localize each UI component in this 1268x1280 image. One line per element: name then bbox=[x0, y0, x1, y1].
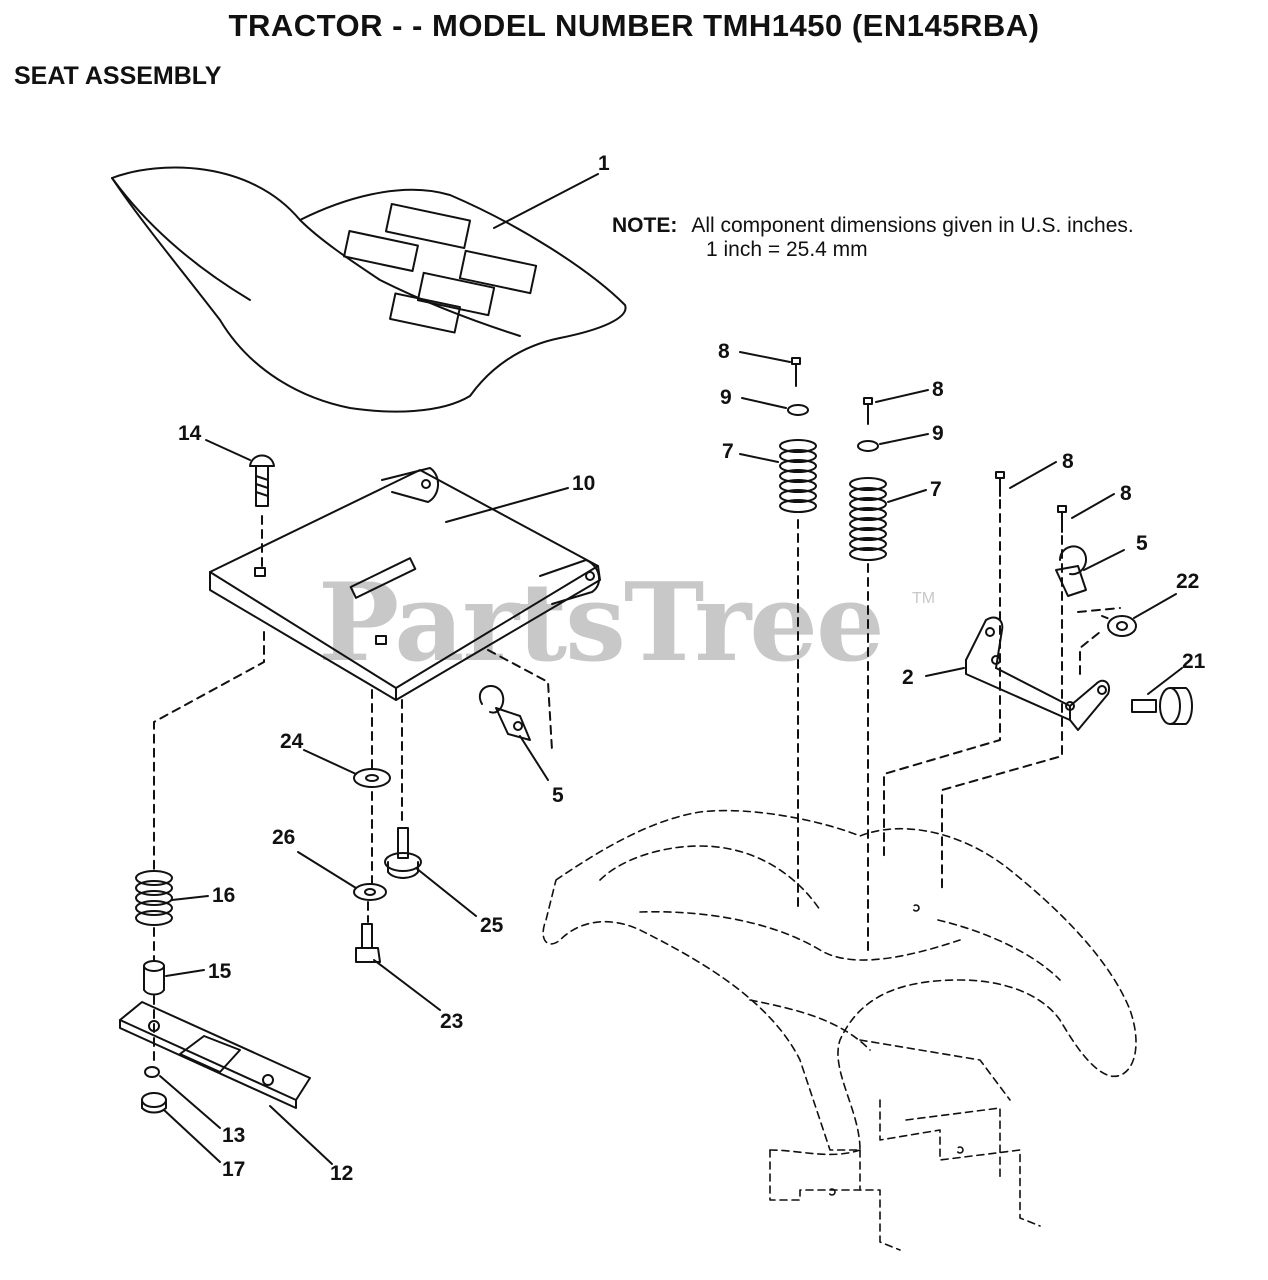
watermark-trademark: TM bbox=[912, 590, 936, 607]
seat-pan-part bbox=[209, 467, 601, 701]
spring-part-16 bbox=[135, 870, 173, 926]
nut-part-13 bbox=[144, 1066, 160, 1078]
callout-13: 13 bbox=[222, 1124, 246, 1147]
shoulder-bolt-part bbox=[1131, 687, 1193, 725]
spring-part-7b bbox=[849, 477, 887, 561]
washer-part-24 bbox=[353, 768, 391, 788]
spring-part-7a bbox=[779, 439, 817, 513]
callout-8-c: 8 bbox=[1062, 450, 1074, 473]
seat-part bbox=[111, 166, 627, 413]
clip-part-left bbox=[479, 685, 531, 741]
callout-9-a: 9 bbox=[720, 386, 732, 409]
note-line-1: All component dimensions given in U.S. i… bbox=[691, 214, 1134, 237]
seat-bracket-part bbox=[965, 616, 1110, 731]
washer-part-9b bbox=[857, 440, 879, 452]
callout-23: 23 bbox=[440, 1010, 464, 1033]
callout-1: 1 bbox=[598, 152, 610, 175]
screw-part-8d bbox=[1057, 505, 1067, 533]
screw-part-8b bbox=[863, 397, 873, 425]
callout-24: 24 bbox=[280, 730, 304, 753]
callout-14: 14 bbox=[178, 422, 202, 445]
page-title: TRACTOR - - MODEL NUMBER TMH1450 (EN145R… bbox=[228, 8, 1040, 43]
callout-7-b: 7 bbox=[930, 478, 942, 501]
washer-part-9a bbox=[787, 404, 809, 416]
callout-12: 12 bbox=[330, 1162, 354, 1185]
section-title: SEAT ASSEMBLY bbox=[14, 62, 222, 90]
callout-9-b: 9 bbox=[932, 422, 944, 445]
alignment-lines-right bbox=[797, 499, 1121, 951]
callout-5-right: 5 bbox=[1136, 532, 1148, 555]
leader-1 bbox=[493, 173, 599, 229]
screw-part-8a bbox=[791, 357, 801, 387]
washer-part-26 bbox=[353, 883, 387, 901]
callout-15: 15 bbox=[208, 960, 232, 983]
nut-part-22 bbox=[1107, 615, 1137, 637]
flange-nut-part bbox=[141, 1092, 167, 1108]
callout-7-a: 7 bbox=[722, 440, 734, 463]
hex-bolt-part bbox=[355, 923, 381, 963]
callout-8-d: 8 bbox=[1120, 482, 1132, 505]
callout-16: 16 bbox=[212, 884, 236, 907]
callout-22: 22 bbox=[1176, 570, 1200, 593]
screw-part-8c bbox=[995, 471, 1005, 497]
callout-10: 10 bbox=[572, 472, 596, 495]
carriage-bolt-part bbox=[249, 454, 275, 507]
dimension-note: NOTE: All component dimensions given in U… bbox=[612, 214, 1134, 262]
alignment-lines-left bbox=[153, 515, 403, 1067]
callout-8-b: 8 bbox=[932, 378, 944, 401]
note-line-2: 1 inch = 25.4 mm bbox=[706, 238, 868, 261]
clip-part-right bbox=[1055, 545, 1088, 597]
watermark-text: PartsTree bbox=[318, 560, 885, 686]
callout-17: 17 bbox=[222, 1158, 246, 1181]
bushing-part bbox=[143, 960, 165, 996]
flange-bolt-part bbox=[384, 827, 422, 879]
tractor-fender-frame bbox=[542, 809, 1137, 1251]
leader-10 bbox=[445, 487, 569, 523]
callout-21: 21 bbox=[1182, 650, 1206, 673]
callout-26: 26 bbox=[272, 826, 296, 849]
callout-25: 25 bbox=[480, 914, 504, 937]
callout-5-left: 5 bbox=[552, 784, 564, 807]
note-label: NOTE: bbox=[612, 214, 678, 237]
bracket-plate-part bbox=[119, 1001, 311, 1109]
callout-2: 2 bbox=[902, 666, 914, 689]
callout-8-a: 8 bbox=[718, 340, 730, 363]
